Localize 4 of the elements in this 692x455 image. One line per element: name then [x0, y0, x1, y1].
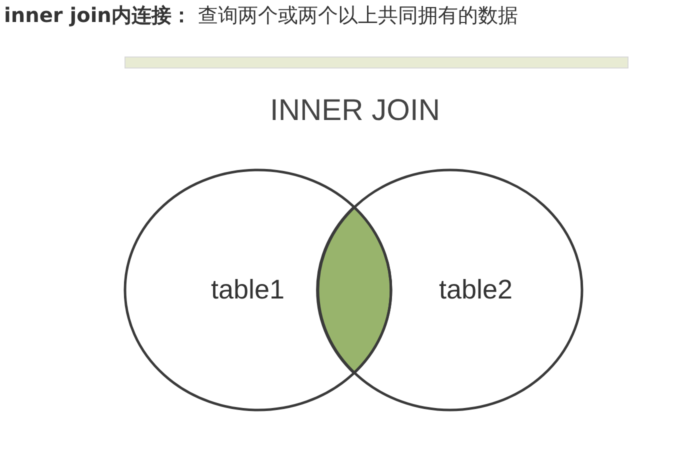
set-label: table2 — [439, 274, 513, 306]
set-label: table1 — [211, 274, 285, 306]
diagram-title: INNER JOIN — [268, 94, 441, 128]
description-text: inner join内连接： 查询两个或两个以上共同拥有的数据 — [4, 2, 518, 29]
